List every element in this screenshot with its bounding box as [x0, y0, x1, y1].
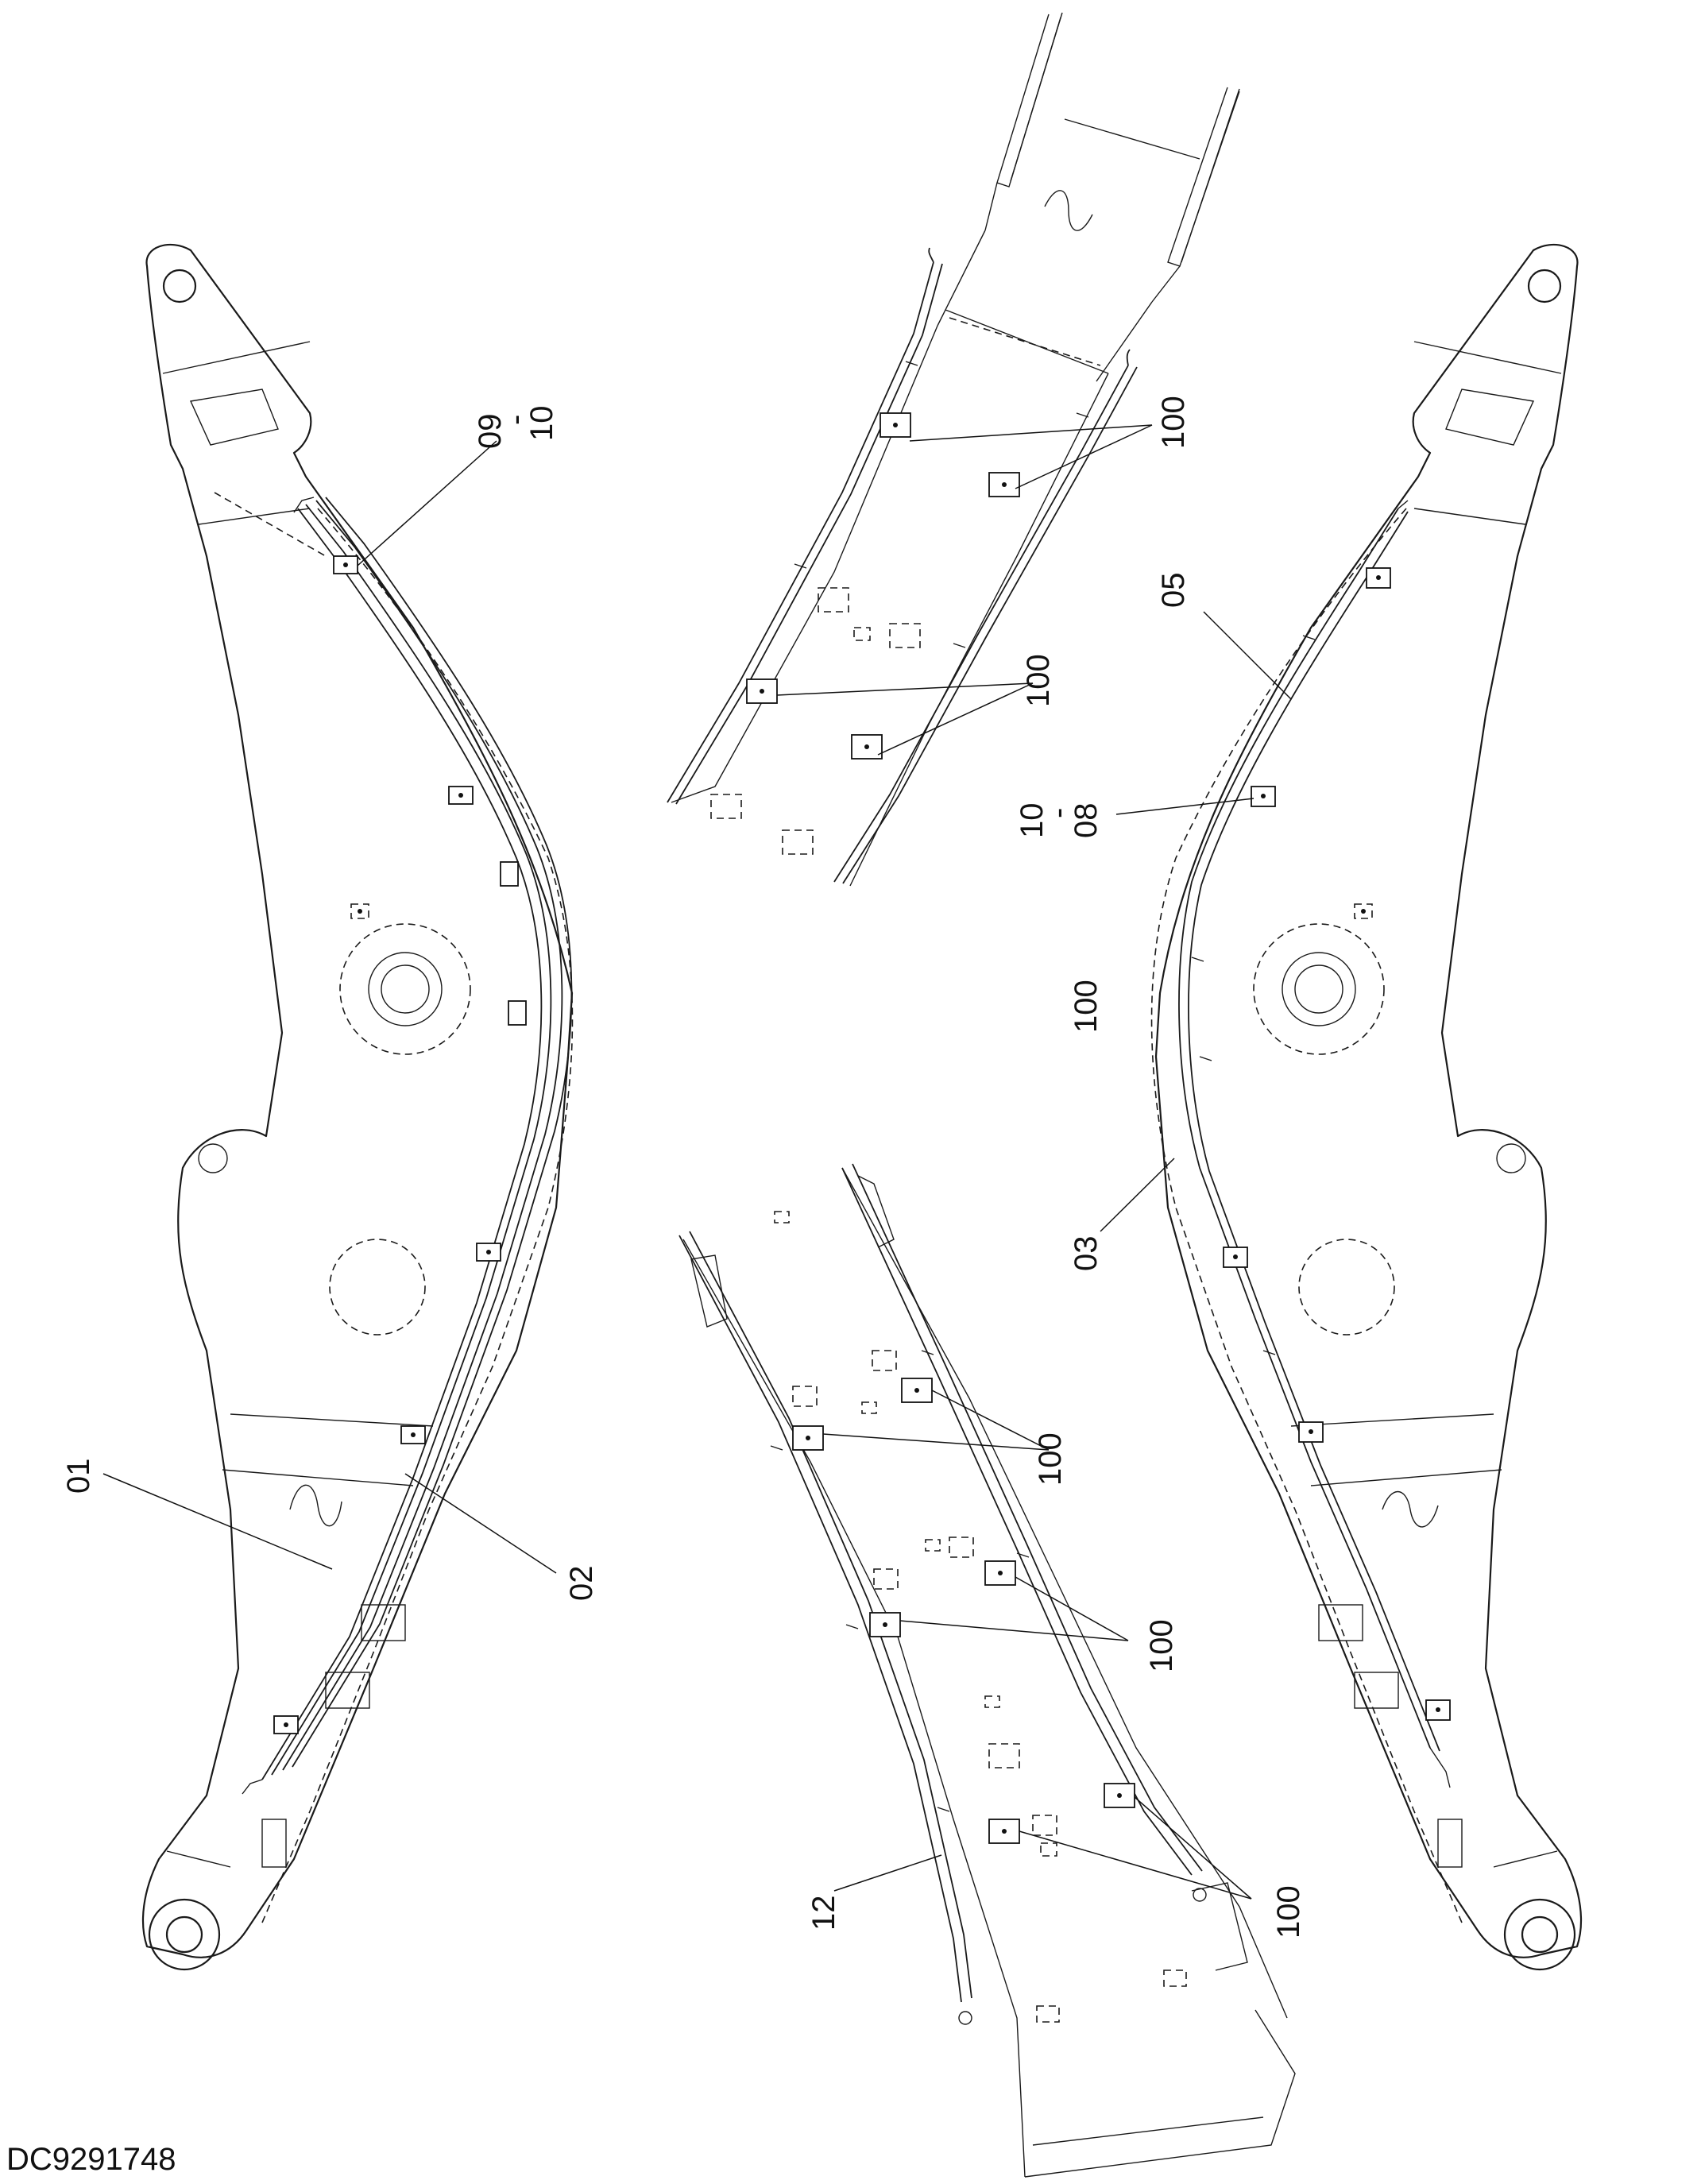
callout-10-right: 10: [1015, 803, 1050, 839]
leader-09-10: [357, 440, 497, 566]
top-detail-view: [667, 12, 1240, 887]
callout-09: 09: [473, 414, 508, 450]
callout-05: 05: [1156, 573, 1191, 609]
bottom-detail-view: [678, 1163, 1296, 2178]
callout-03: 03: [1069, 1236, 1104, 1272]
drawing-code: DC9291748: [6, 2142, 176, 2177]
callout-100-top-a: 100: [1156, 396, 1191, 449]
callout-100-bottom-c: 100: [1271, 1885, 1306, 1939]
leader-02: [404, 1473, 557, 1574]
leader-01: [102, 1473, 333, 1570]
callout-dash-right: -: [1041, 808, 1076, 818]
callout-10: 10: [524, 406, 559, 442]
callout-100-bottom-b: 100: [1144, 1619, 1179, 1672]
right-boom-view: [1100, 243, 1583, 1971]
callout-100-bottom-a: 100: [1033, 1432, 1068, 1486]
callout-100-top-b: 100: [1021, 654, 1056, 707]
callout-08: 08: [1069, 803, 1104, 839]
callout-01: 01: [61, 1459, 96, 1494]
callout-02: 02: [564, 1566, 599, 1602]
callout-dash-left: -: [498, 415, 533, 425]
callout-100-right: 100: [1069, 980, 1104, 1033]
callout-12: 12: [806, 1896, 841, 1931]
left-boom-view: [141, 243, 574, 1971]
